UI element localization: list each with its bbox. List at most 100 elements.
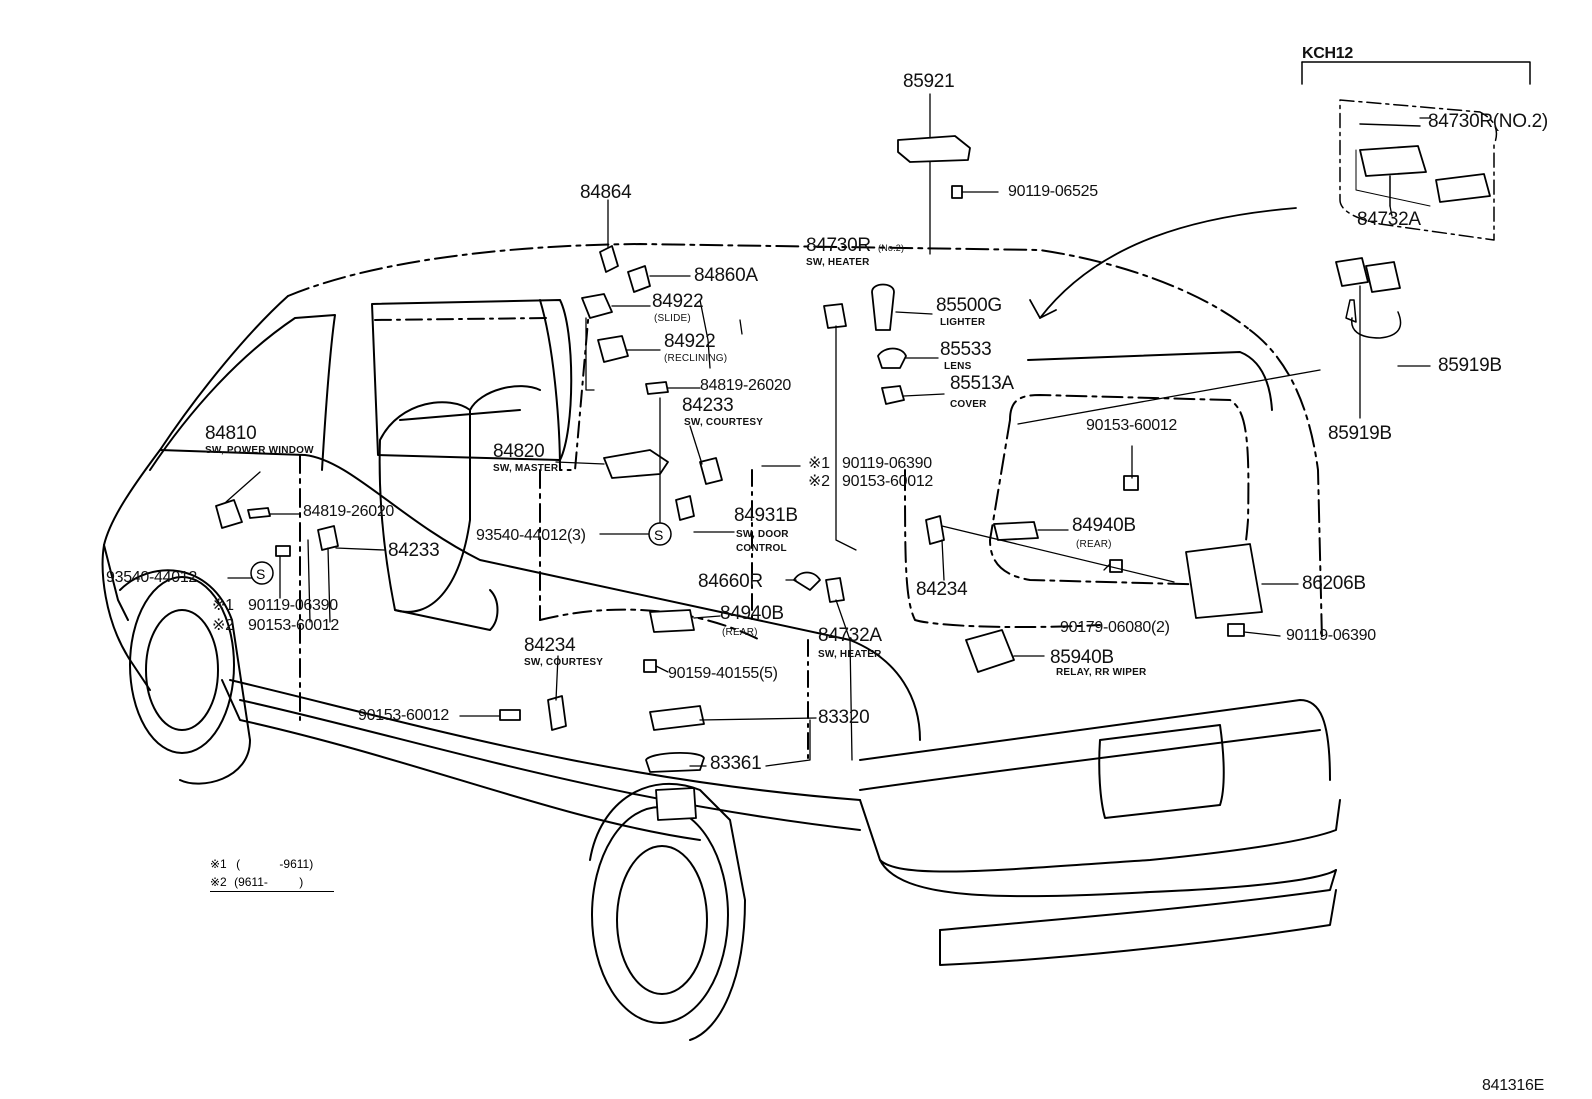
legend-range-1-end: -9611) [279,857,314,871]
84940B-rear-switch [649,609,695,633]
86206B-module [1185,543,1263,619]
mark-2-mid: ※2 [808,473,830,490]
part-93540-44012-3: 93540-44012(3) [476,527,586,544]
part-90179-06080-2: 90179-06080(2) [1060,619,1170,636]
84732A-inset-switch [1359,145,1427,177]
84732A-heater-switch [825,577,845,603]
diagram-id: 841316E [1482,1077,1544,1094]
part-84233-left: 84233 [388,540,440,561]
85513A-cover [881,385,905,405]
part-83361: 83361 [710,753,762,774]
s-symbol-label: S [256,566,265,582]
84819-bracket [247,507,271,519]
desc-sw-door: SW, DOOR [736,529,789,540]
84819-bracket [645,381,669,395]
kch12-inset [1301,61,1531,241]
nut-icon [1109,559,1123,573]
desc-sw-courtesy: SW, COURTESY [684,417,764,428]
part-90153-60012-left: 90153-60012 [248,617,340,634]
desc-slide: (SLIDE) [654,313,691,324]
85500G-lighter [871,283,895,331]
desc-lens: LENS [944,361,972,372]
84233-courtesy-switch [699,457,723,485]
part-84730R-no2-inset: 84730R(NO.2) [1428,111,1548,132]
screw-icon [643,659,657,673]
part-84732A-inset: 84732A [1357,209,1421,230]
84810-power-window-switch [215,499,243,529]
part-84234-right: 84234 [916,579,968,600]
legend-row-2: ※2 (9611- ) [210,876,334,892]
legend-range-2-close: ) [299,875,304,889]
mark-1-left: ※1 [212,597,234,614]
part-90153-60012-right: 90153-60012 [1086,417,1178,434]
part-90153-60012-mid: 90153-60012 [842,473,934,490]
84730R-no2-switch [1435,173,1491,203]
mark-1-mid: ※1 [808,455,830,472]
desc-reclining: (RECLINING) [664,353,728,364]
83361-gauge [645,752,705,773]
part-84860A: 84860A [694,265,758,286]
part-90119-06525: 90119-06525 [1008,183,1098,200]
desc-sw-heater-2: SW, HEATER [818,649,882,660]
85940B-relay [965,629,1015,673]
84234-switch [925,515,945,545]
bolt-icon [1123,475,1139,491]
desc-lighter: LIGHTER [940,317,986,328]
part-84922-reclining: 84922 [664,331,716,352]
part-84819-26020-top: 84819-26020 [700,377,792,394]
legend-mark-1: ※1 [210,857,227,871]
desc-relay-rr-wiper: RELAY, RR WIPER [1056,667,1147,678]
part-84922-slide: 84922 [652,291,704,312]
part-90119-06390-mid: 90119-06390 [842,455,932,472]
part-84810: 84810 [205,423,257,444]
84233-switch [317,525,339,551]
85533-lens [877,347,907,369]
part-85513A: 85513A [950,373,1014,394]
mark-2-left: ※2 [212,617,234,634]
bolt-icon [951,185,963,199]
part-90153-60012-low: 90153-60012 [358,707,450,724]
inset-reference-arrow [1029,207,1297,319]
part-90119-06390-left: 90119-06390 [248,597,338,614]
desc-rear-b: (REAR) [1076,539,1112,550]
part-84660R: 84660R [698,571,763,592]
s-symbol-label: S [654,527,663,543]
part-85940B: 85940B [1050,647,1114,668]
part-83320: 83320 [818,707,870,728]
85919B-relay [1335,257,1369,287]
part-85919B-a: 85919B [1438,355,1502,376]
legend-row-1: ※1 ( -9611) [210,858,313,870]
part-84234-mid: 84234 [524,635,576,656]
s-symbol-icon [250,561,274,585]
variant-label: KCH12 [1302,45,1353,62]
part-86206B: 86206B [1302,573,1366,594]
desc-control: CONTROL [736,543,787,554]
part-85919B-b: 85919B [1328,423,1392,444]
84660R-part [793,571,821,591]
part-93540-44012-left: 93540-44012 [106,569,198,586]
part-85500G: 85500G [936,295,1002,316]
s-symbol-icon [648,522,672,546]
84940B-rear-switch [993,521,1039,541]
desc-sw-master: SW, MASTER [493,463,559,474]
part-85533: 85533 [940,339,992,360]
part-84820: 84820 [493,441,545,462]
part-84864: 84864 [580,182,632,203]
part-84940B-a: 84940B [720,603,784,624]
85921-switch [897,135,971,163]
84922-reclining-switch [597,335,629,363]
part-85921: 85921 [903,71,955,92]
84730R-heater-switch [823,303,847,329]
legend-range-1-open: ( [236,857,241,871]
84860A-part [627,265,651,293]
legend-mark-2: ※2 [210,875,227,889]
legend-range-2: (9611- [234,875,268,889]
part-84732A-mid: 84732A [818,625,882,646]
bolt-icon [275,545,291,557]
part-90159-40155-5: 90159-40155(5) [668,665,778,682]
85919B-relay [1365,261,1401,293]
84922-slide-switch [581,293,613,319]
bolt-icon [1227,623,1245,637]
part-84940B-b: 84940B [1072,515,1136,536]
desc-cover: COVER [950,399,987,410]
